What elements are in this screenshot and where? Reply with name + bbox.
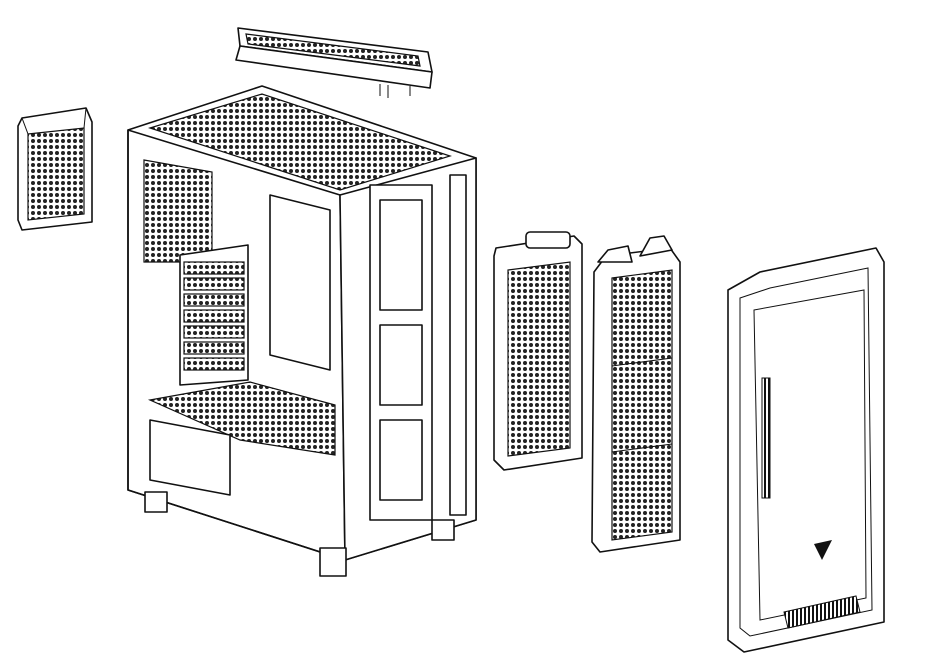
pc-case	[127, 85, 477, 577]
expansion-slots	[183, 261, 245, 371]
front-panel	[727, 247, 885, 653]
radiator-120	[17, 107, 93, 231]
top-radiator	[235, 27, 433, 98]
radiator-240-front	[493, 231, 583, 471]
radiator-360-front	[591, 235, 681, 553]
logo-icon	[814, 540, 832, 560]
